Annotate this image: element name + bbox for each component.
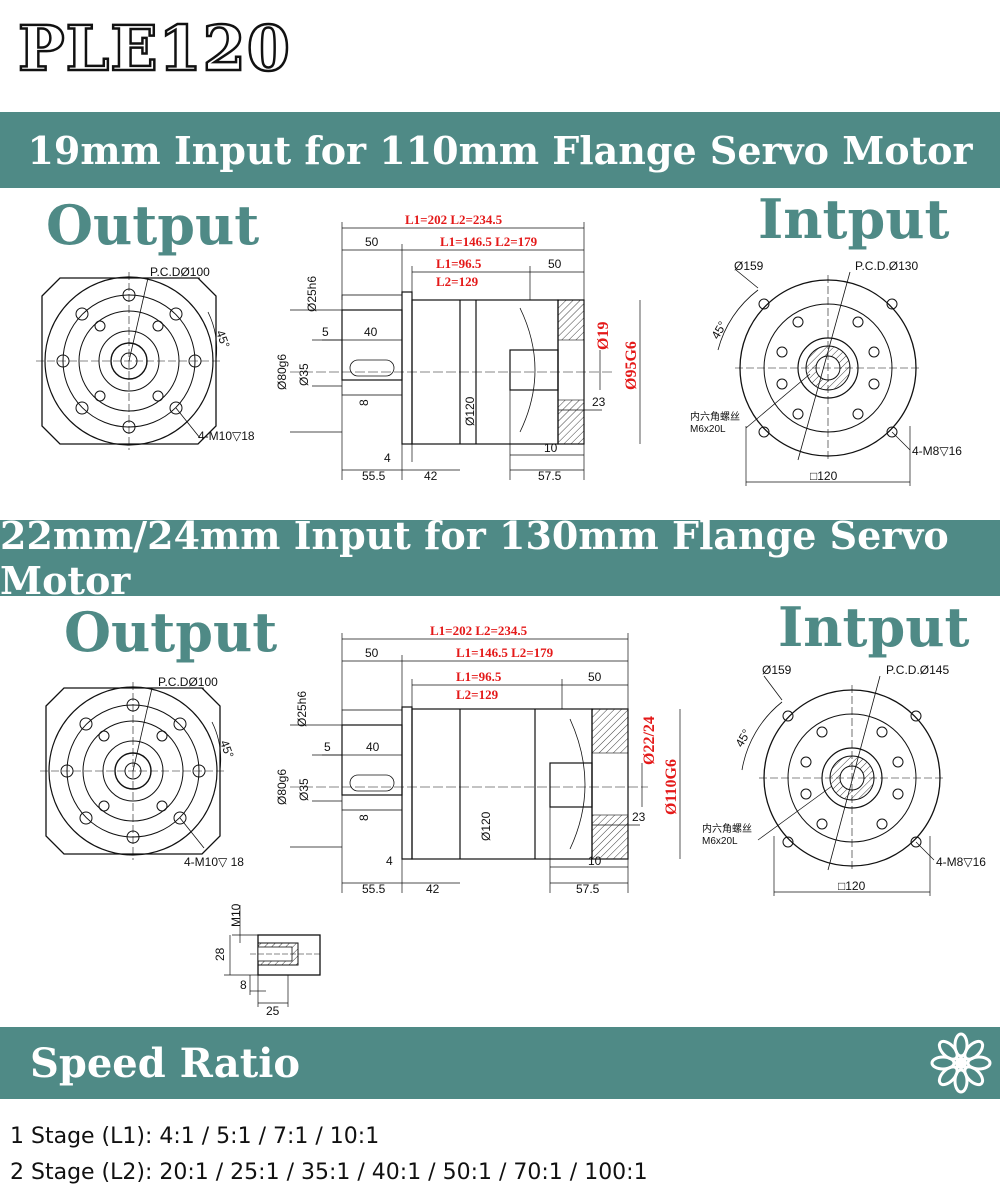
speed-ratio-heading: Speed Ratio — [30, 1039, 301, 1087]
dim-23-1: 23 — [592, 395, 606, 409]
input-pcd-label-1: P.C.D.Ø130 — [855, 259, 918, 273]
dim-d35-1: Ø35 — [297, 363, 311, 386]
output-pcd-label-2: P.C.DØ100 — [158, 675, 218, 689]
input-heading-2: Intput — [778, 595, 970, 659]
dim-4-1: 4 — [384, 451, 391, 465]
dim-d120-1: Ø120 — [463, 396, 477, 426]
dim-d25-2: Ø25h6 — [295, 691, 309, 727]
dim-d35-2: Ø35 — [297, 778, 311, 801]
input-heading-1: Intput — [758, 187, 950, 251]
dim-5-1: 5 — [322, 325, 329, 339]
dim-40-1: 40 — [364, 325, 378, 339]
side-section-drawing-2: L1=202 L2=234.5 50 L1=146.5 L2=179 L1=96… — [275, 623, 681, 896]
dim-d80-2: Ø80g6 — [275, 769, 289, 805]
dim-57-5-2: 57.5 — [576, 882, 600, 896]
dim-spigot-2: Ø110G6 — [663, 759, 680, 815]
input-square-label-1: □120 — [810, 469, 838, 483]
output-angle-label-2: 45° — [217, 738, 236, 760]
input-screw-cn-label-1: 内六角螺丝 — [690, 410, 740, 423]
dim-spigot-1: Ø95G6 — [623, 341, 640, 390]
dim-50b-2: 50 — [588, 670, 602, 684]
input-screw-cn-label-2: 内六角螺丝 — [702, 822, 752, 835]
input-square-label-2: □120 — [838, 879, 866, 893]
input-flange-drawing-1: Ø159 P.C.D.Ø130 45° 内六角螺丝 M6x20L 4-M8▽16… — [690, 259, 962, 486]
tap-detail-drawing: M10 28 8 25 — [213, 903, 322, 1018]
dim-d25-1: Ø25h6 — [305, 276, 319, 312]
output-holes-label-2: 4-M10▽ 18 — [184, 855, 244, 869]
dim-l-mid-2: L1=146.5 L2=179 — [456, 645, 554, 660]
dim-l-total-2: L1=202 L2=234.5 — [430, 623, 528, 638]
input-holes-label-2: 4-M8▽16 — [936, 855, 986, 869]
dim-d120-2: Ø120 — [479, 811, 493, 841]
tap-25-label: 25 — [266, 1004, 280, 1018]
dim-10-2: 10 — [588, 854, 602, 868]
section-2-banner: 22mm/24mm Input for 130mm Flange Servo M… — [0, 513, 1000, 603]
input-holes-label-1: 4-M8▽16 — [912, 444, 962, 458]
dim-l-short-2: L1=96.5 — [456, 669, 502, 684]
dim-8-1: 8 — [357, 399, 371, 406]
dim-bore-2: Ø22/24 — [641, 716, 658, 765]
input-angle-label-1: 45° — [708, 319, 729, 342]
input-angle-label-2: 45° — [732, 727, 753, 750]
dim-4-2: 4 — [386, 854, 393, 868]
flower-icon — [930, 1032, 992, 1094]
input-d159-label-1: Ø159 — [734, 259, 764, 273]
dim-10-1: 10 — [544, 441, 558, 455]
output-flange-drawing-1: P.C.DØ100 45° 4-M10▽18 — [36, 265, 255, 450]
section-1-banner: 19mm Input for 110mm Flange Servo Motor — [0, 112, 1000, 188]
dim-55-5-2: 55.5 — [362, 882, 386, 896]
output-holes-label-1: 4-M10▽18 — [198, 429, 255, 443]
dim-l-mid-1: L1=146.5 L2=179 — [440, 234, 538, 249]
dim-l-total-1: L1=202 L2=234.5 — [405, 212, 503, 227]
output-angle-label-1: 45° — [213, 328, 232, 350]
tap-8-label: 8 — [240, 978, 247, 992]
dim-l-short-1: L1=96.5 — [436, 256, 482, 271]
dim-42-2: 42 — [426, 882, 440, 896]
dim-l2-short-2: L2=129 — [456, 687, 499, 702]
input-pcd-label-2: P.C.D.Ø145 — [886, 663, 949, 677]
stage-1-ratios: 1 Stage (L1): 4:1 / 5:1 / 7:1 / 10:1 — [10, 1124, 380, 1149]
page-title: PLE120 — [17, 12, 291, 85]
input-flange-drawing-2: Ø159 P.C.D.Ø145 45° 内六角螺丝 M6x20L 4-M8▽16… — [702, 663, 986, 896]
dim-57-5-1: 57.5 — [538, 469, 562, 483]
side-section-drawing-1: L1=202 L2=234.5 50 L1=146.5 L2=179 L1=96… — [275, 212, 641, 483]
tap-m10-label: M10 — [229, 903, 243, 927]
dim-50b-1: 50 — [548, 257, 562, 271]
dim-50a-2: 50 — [365, 646, 379, 660]
dim-50a-1: 50 — [365, 235, 379, 249]
tap-28-label: 28 — [213, 947, 227, 961]
dim-8-2: 8 — [357, 814, 371, 821]
dim-40-2: 40 — [366, 740, 380, 754]
dim-l2-short-1: L2=129 — [436, 274, 479, 289]
dim-23-2: 23 — [632, 810, 646, 824]
speed-ratio-banner: Speed Ratio — [0, 1027, 1000, 1099]
output-heading-2: Output — [64, 600, 278, 664]
dim-5-2: 5 — [324, 740, 331, 754]
dim-d80-1: Ø80g6 — [275, 354, 289, 390]
dim-42-1: 42 — [424, 469, 438, 483]
output-pcd-label-1: P.C.DØ100 — [150, 265, 210, 279]
stage-2-ratios: 2 Stage (L2): 20:1 / 25:1 / 35:1 / 40:1 … — [10, 1160, 648, 1185]
output-flange-drawing-2: P.C.DØ100 45° 4-M10▽ 18 — [40, 675, 244, 869]
input-screw-label-2: M6x20L — [702, 836, 738, 847]
output-heading-1: Output — [46, 193, 260, 257]
dim-bore-1: Ø19 — [595, 322, 612, 350]
dim-55-5-1: 55.5 — [362, 469, 386, 483]
input-screw-label-1: M6x20L — [690, 424, 726, 435]
input-d159-label-2: Ø159 — [762, 663, 792, 677]
